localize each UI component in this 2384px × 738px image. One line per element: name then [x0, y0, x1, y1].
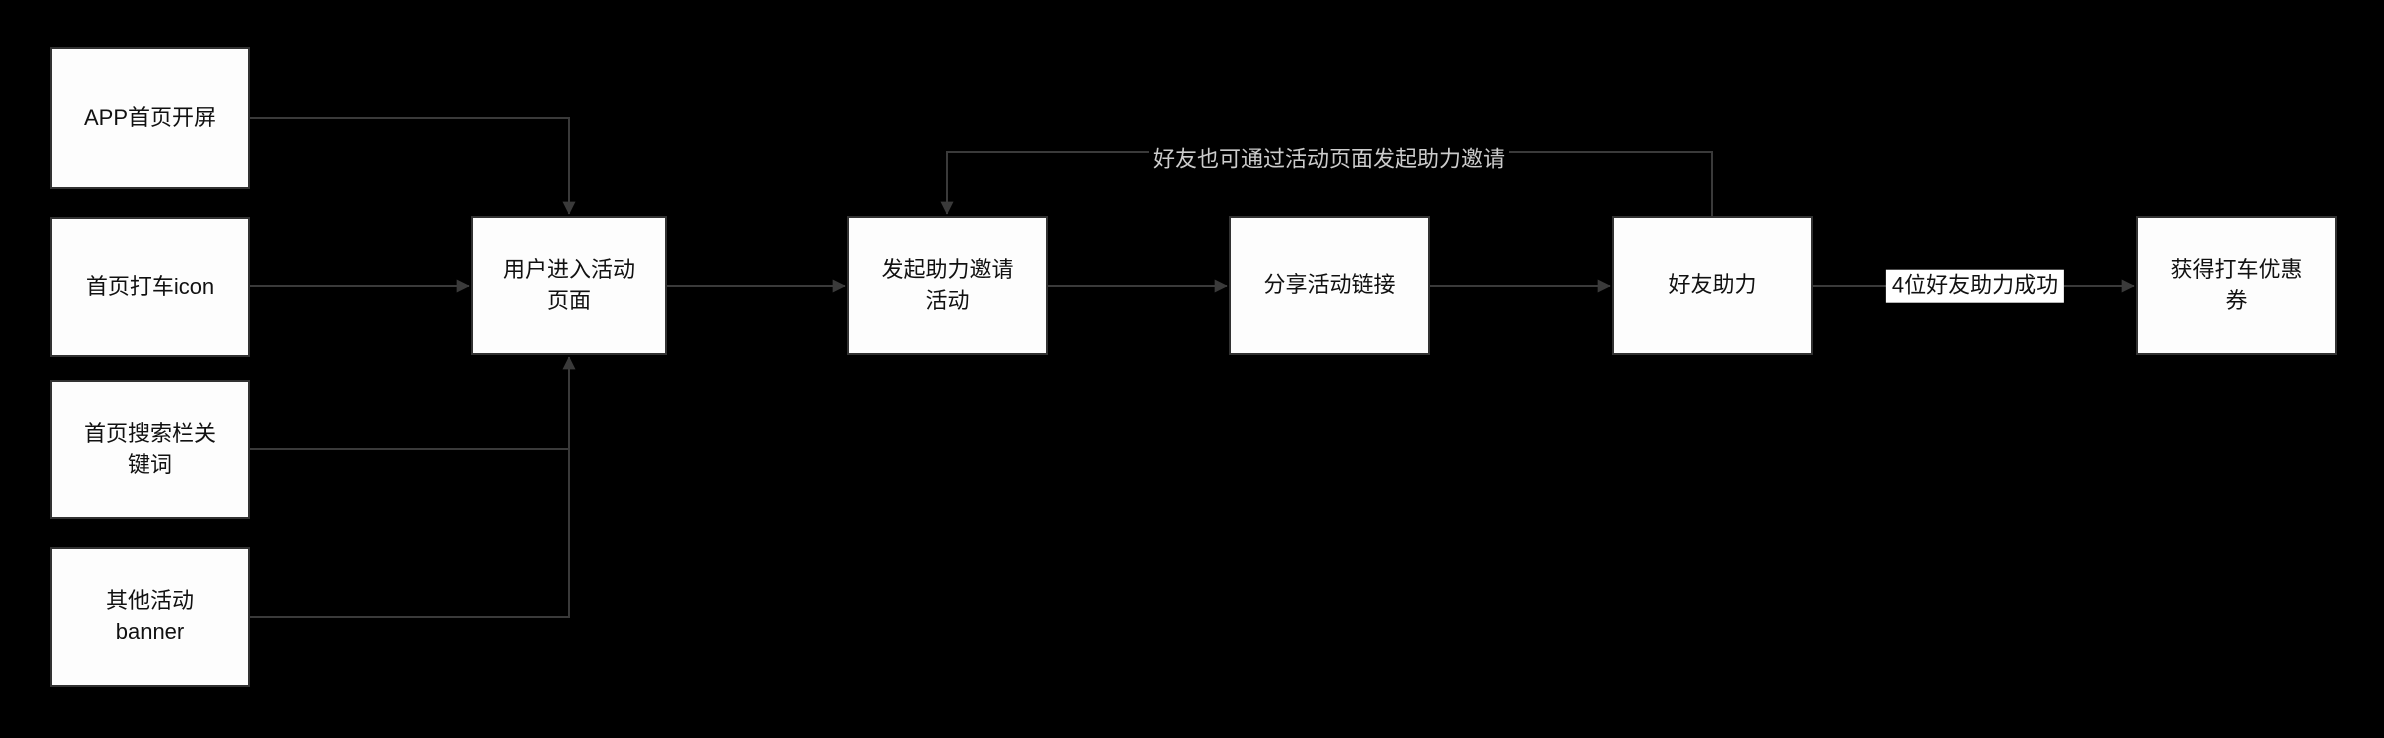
node-other-banner-label: 其他活动 banner: [105, 588, 194, 644]
edge-label-loop-note: 好友也可通过活动页面发起助力邀请: [1148, 144, 1510, 176]
node-initiate-invite-label: 发起助力邀请 活动: [881, 256, 1014, 313]
edge-other-banner-to-enter-activity: [250, 356, 576, 618]
node-enter-activity: 用户进入活动 页面: [471, 216, 667, 355]
node-get-coupon-label: 获得打车优惠 券: [2170, 256, 2303, 313]
node-app-splash-label: APP首页开屏: [83, 104, 217, 130]
node-app-splash: APP首页开屏: [50, 47, 250, 189]
node-share-link: 分享活动链接: [1229, 216, 1430, 355]
node-friend-assist-label: 好友助力: [1668, 272, 1757, 298]
node-search-keyword: 首页搜索栏关 键词: [50, 380, 250, 519]
node-share-link-label: 分享活动链接: [1263, 272, 1396, 298]
edge-app-splash-to-enter-activity: [250, 117, 576, 215]
node-taxi-icon-label: 首页打车icon: [85, 273, 215, 299]
node-taxi-icon: 首页打车icon: [50, 217, 250, 357]
node-friend-assist: 好友助力: [1612, 216, 1813, 355]
node-initiate-invite: 发起助力邀请 活动: [847, 216, 1048, 355]
node-get-coupon: 获得打车优惠 券: [2136, 216, 2337, 355]
node-search-keyword-label: 首页搜索栏关 键词: [83, 420, 216, 477]
node-other-banner: 其他活动 banner: [50, 547, 250, 687]
node-enter-activity-label: 用户进入活动 页面: [502, 256, 635, 313]
edge-label-assist-success: 4位好友助力成功: [1885, 269, 2065, 303]
